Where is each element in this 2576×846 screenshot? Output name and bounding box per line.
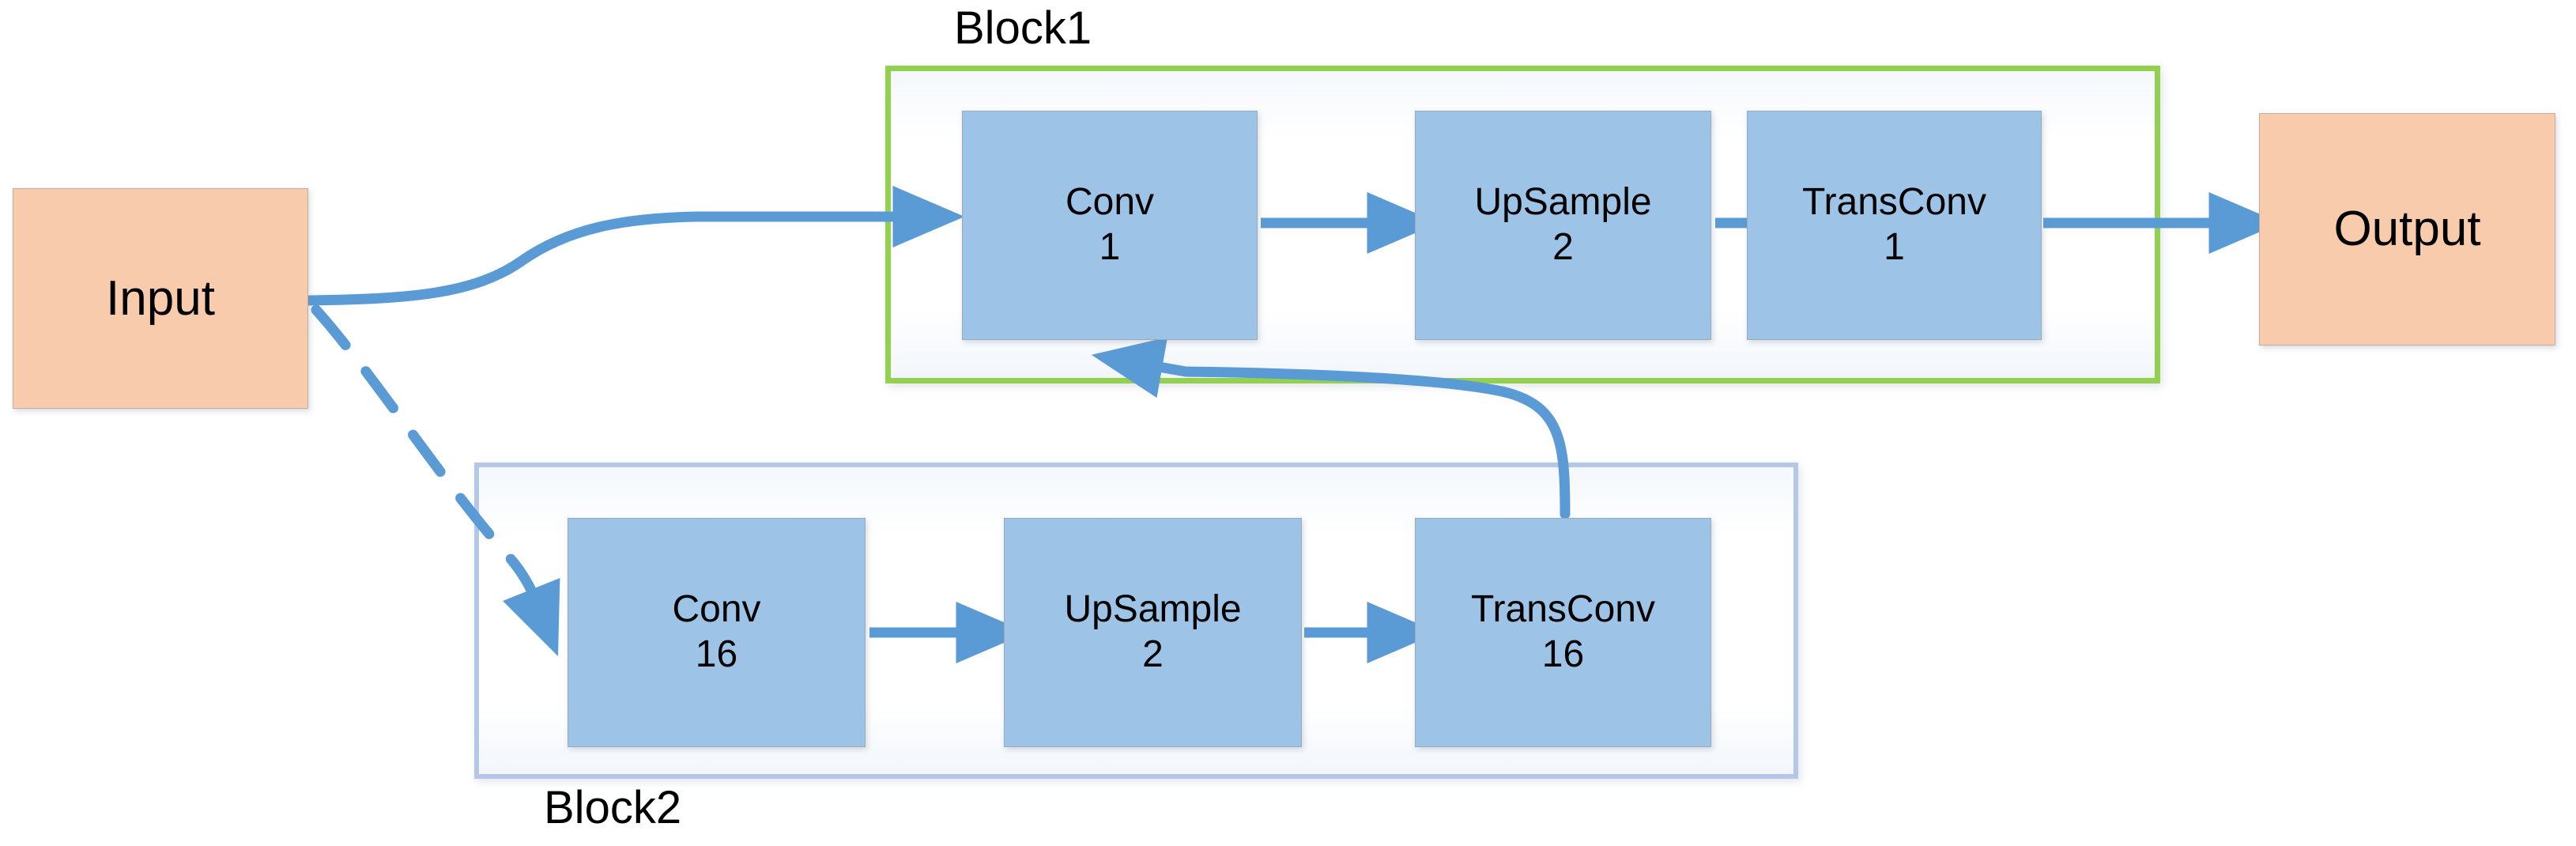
node-block1-upsample-line2: 2 — [1552, 226, 1574, 268]
node-block1-conv-line1: Conv — [1065, 181, 1155, 224]
node-block2-transconv-line1: TransConv — [1471, 588, 1655, 631]
node-block2-upsample-line1: UpSample — [1064, 588, 1242, 631]
block2-group-label: Block2 — [544, 782, 682, 833]
node-block1-transconv-line2: 1 — [1884, 226, 1905, 268]
node-block2-conv-line1: Conv — [672, 588, 761, 631]
node-block1-conv[interactable]: Conv 1 — [962, 111, 1258, 340]
node-block1-upsample-line1: UpSample — [1474, 181, 1652, 224]
node-block1-conv-line2: 1 — [1099, 226, 1121, 268]
node-block2-conv-line2: 16 — [695, 633, 738, 675]
edge-input-to-block1-conv — [304, 186, 965, 306]
node-block2-upsample[interactable]: UpSample 2 — [1004, 518, 1302, 747]
block1-group-label: Block1 — [954, 2, 1092, 54]
node-output-line1: Output — [2333, 202, 2481, 257]
node-block2-transconv-line2: 16 — [1541, 633, 1585, 675]
node-block1-transconv[interactable]: TransConv 1 — [1747, 111, 2042, 340]
node-block1-transconv-line1: TransConv — [1802, 181, 1986, 224]
node-block2-upsample-line2: 2 — [1142, 633, 1164, 675]
node-output[interactable]: Output — [2259, 113, 2555, 346]
node-input[interactable]: Input — [13, 188, 308, 409]
node-block2-transconv[interactable]: TransConv 16 — [1415, 518, 1711, 747]
node-block2-conv[interactable]: Conv 16 — [568, 518, 866, 747]
node-block1-upsample[interactable]: UpSample 2 — [1415, 111, 1711, 340]
node-input-line1: Input — [106, 270, 215, 326]
